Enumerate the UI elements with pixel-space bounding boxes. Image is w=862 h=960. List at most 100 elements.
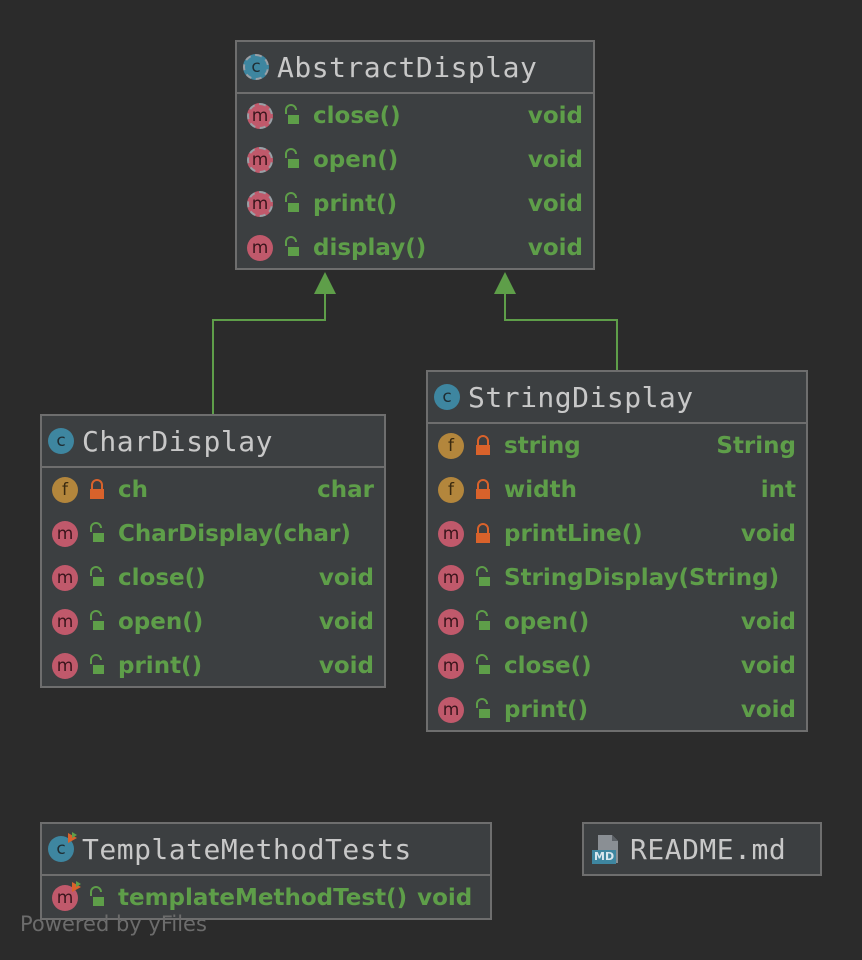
class-header: c TemplateMethodTests [42,824,490,876]
method-icon: m [52,521,78,547]
member-row[interactable]: m print() void [428,688,806,732]
edge-chardisplay-to-abstractdisplay [212,294,326,415]
private-lock-icon [476,523,490,543]
member-row[interactable]: f width int [428,468,806,512]
method-icon: m [247,235,273,261]
member-name: close() [118,565,206,591]
member-name: ch [118,477,149,503]
member-row[interactable]: m CharDisplay(char) [42,512,384,556]
class-node-stringdisplay[interactable]: c StringDisplay f string String f width … [426,370,808,732]
member-row[interactable]: m StringDisplay(String) [428,556,806,600]
private-lock-icon [476,479,490,499]
class-title: StringDisplay [468,380,694,414]
member-row[interactable]: m open() void [428,600,806,644]
edge-stringdisplay-to-abstractdisplay [504,294,618,371]
member-row[interactable]: f ch char [42,468,384,512]
md-badge: MD [592,850,617,864]
public-lock-icon [476,566,490,586]
member-type: void [318,609,374,635]
member-type: void [740,653,796,679]
abstract-method-icon: m [247,147,273,173]
public-lock-icon [90,566,104,586]
public-lock-icon [90,654,104,674]
private-lock-icon [476,435,490,455]
public-lock-icon [285,148,299,168]
field-icon: f [438,477,464,503]
arrowhead-chardisplay [314,272,336,294]
public-lock-icon [90,886,104,906]
method-icon: m [438,521,464,547]
member-name: print() [118,653,203,679]
field-icon: f [52,477,78,503]
public-lock-icon [476,654,490,674]
public-lock-icon [285,192,299,212]
class-icon: c [48,428,74,454]
abstract-method-icon: m [247,191,273,217]
class-node-chardisplay[interactable]: c CharDisplay f ch char m CharDisplay(ch… [40,414,386,688]
member-type: void [740,697,796,723]
member-row[interactable]: m display() void [237,226,593,270]
public-lock-icon [90,610,104,630]
method-icon: m [52,885,78,911]
class-header: c CharDisplay [42,416,384,468]
member-row[interactable]: f string String [428,424,806,468]
markdown-file-icon: MD [592,833,622,865]
class-icon: c [434,384,460,410]
class-title: CharDisplay [82,424,273,458]
method-icon: m [52,565,78,591]
member-name: close() [313,103,401,129]
class-node-abstractdisplay[interactable]: c AbstractDisplay m close() void m open(… [235,40,595,270]
public-lock-icon [476,698,490,718]
member-name: width [504,477,577,503]
member-row[interactable]: m printLine() void [428,512,806,556]
method-icon: m [438,565,464,591]
member-row[interactable]: m open() void [237,138,593,182]
member-row[interactable]: m close() void [237,94,593,138]
class-node-templatemethodtests[interactable]: c TemplateMethodTests m templateMethodTe… [40,822,492,920]
method-icon: m [438,609,464,635]
test-method-icon: m [52,881,81,911]
member-name: print() [504,697,589,723]
member-row[interactable]: m templateMethodTest() void [42,876,490,920]
member-type: void [318,565,374,591]
method-icon: m [438,697,464,723]
member-name: CharDisplay(char) [118,521,351,547]
member-name: open() [118,609,204,635]
member-type: void [527,235,583,261]
member-name: close() [504,653,592,679]
run-marker-icon [72,881,81,892]
private-lock-icon [90,479,104,499]
public-lock-icon [285,236,299,256]
member-name: open() [504,609,590,635]
file-node-readme[interactable]: MD README.md [582,822,822,876]
member-name: open() [313,147,399,173]
method-icon: m [52,609,78,635]
powered-by-footer: Powered by yFiles [20,912,207,936]
method-icon: m [438,653,464,679]
member-row[interactable]: m print() void [42,644,384,688]
member-type: void [740,609,796,635]
member-row[interactable]: m close() void [428,644,806,688]
member-type: void [527,103,583,129]
member-name: templateMethodTest() [118,885,408,911]
run-marker-icon [68,832,77,843]
public-lock-icon [476,610,490,630]
class-header: c AbstractDisplay [237,42,593,94]
file-title: README.md [630,832,787,866]
class-header: c StringDisplay [428,372,806,424]
public-lock-icon [285,104,299,124]
member-row[interactable]: m print() void [237,182,593,226]
member-type: void [417,885,473,911]
abstract-method-icon: m [247,103,273,129]
arrowhead-stringdisplay [494,272,516,294]
member-name: print() [313,191,398,217]
member-type: void [527,147,583,173]
member-row[interactable]: m open() void [42,600,384,644]
member-type: String [716,433,796,459]
member-row[interactable]: m close() void [42,556,384,600]
member-type: void [318,653,374,679]
member-type: void [527,191,583,217]
member-name: StringDisplay(String) [504,565,780,591]
member-name: display() [313,235,427,261]
